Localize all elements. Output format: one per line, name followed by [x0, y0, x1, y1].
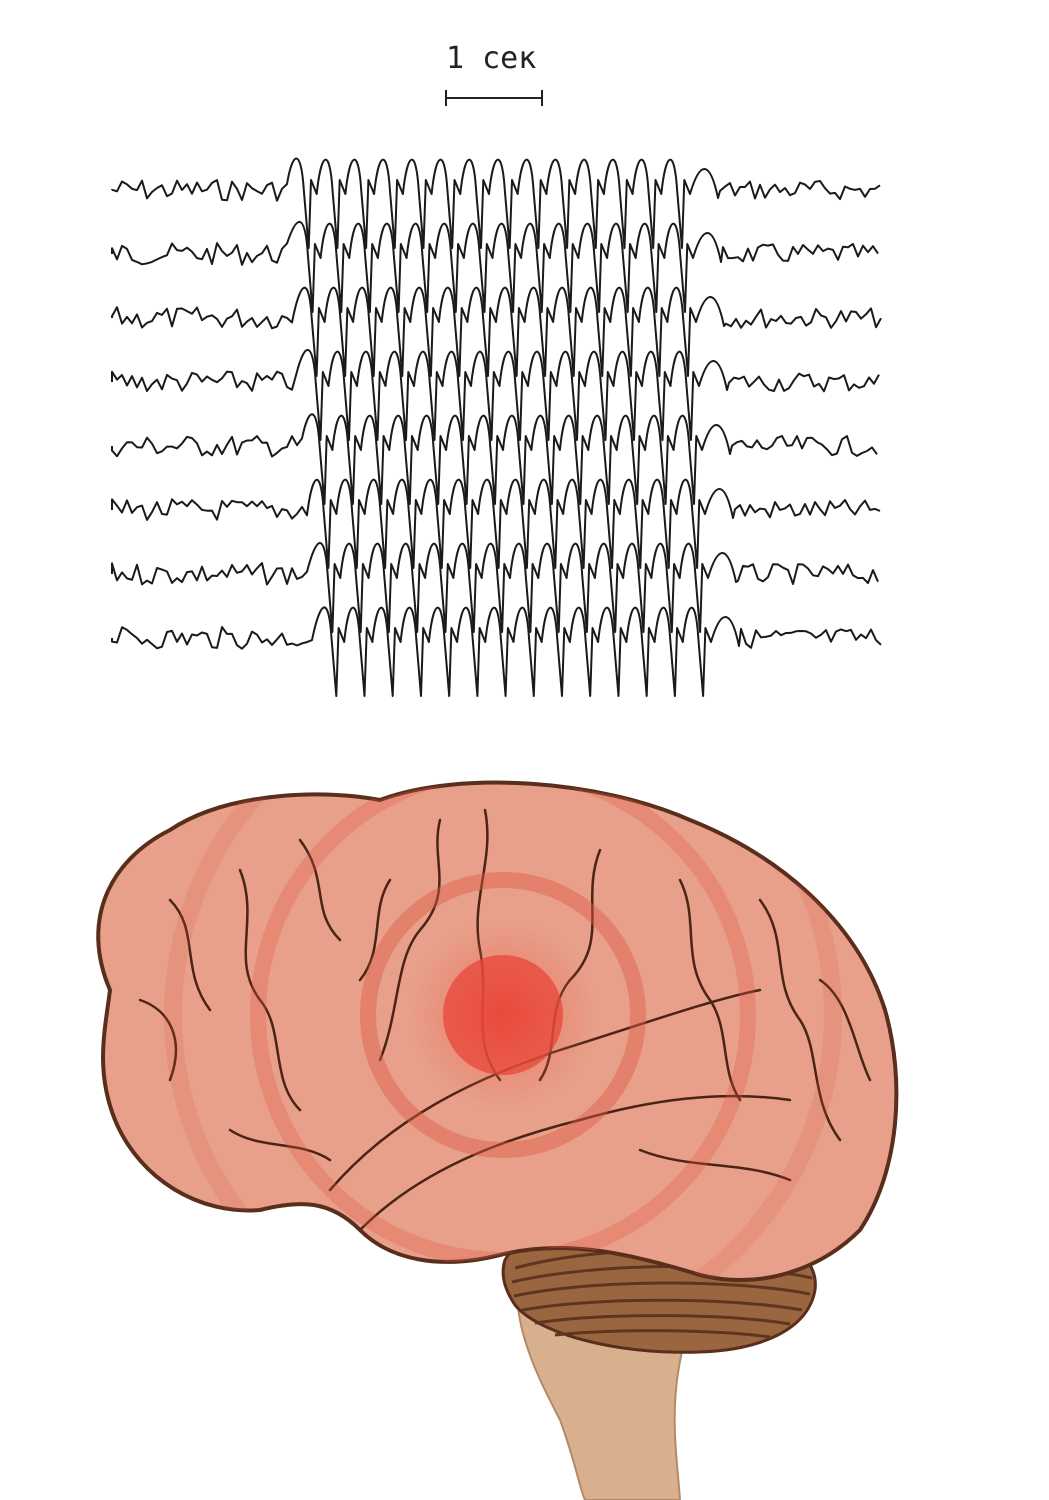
scale-bar-label: 1 сек [446, 41, 536, 76]
eeg-channel-trace [111, 606, 882, 697]
eeg-channel-trace [111, 286, 882, 377]
brain-illustration [96, 780, 899, 1500]
eeg-channel-trace [111, 478, 881, 569]
eeg-channel-trace [111, 157, 881, 249]
eeg-channel-trace [111, 541, 879, 633]
eeg-traces [111, 157, 882, 697]
eeg-channel-trace [111, 348, 880, 441]
scale-bar: 1 сек [445, 41, 543, 106]
eeg-channel-trace [111, 220, 879, 313]
eeg-channel-trace [111, 413, 878, 505]
